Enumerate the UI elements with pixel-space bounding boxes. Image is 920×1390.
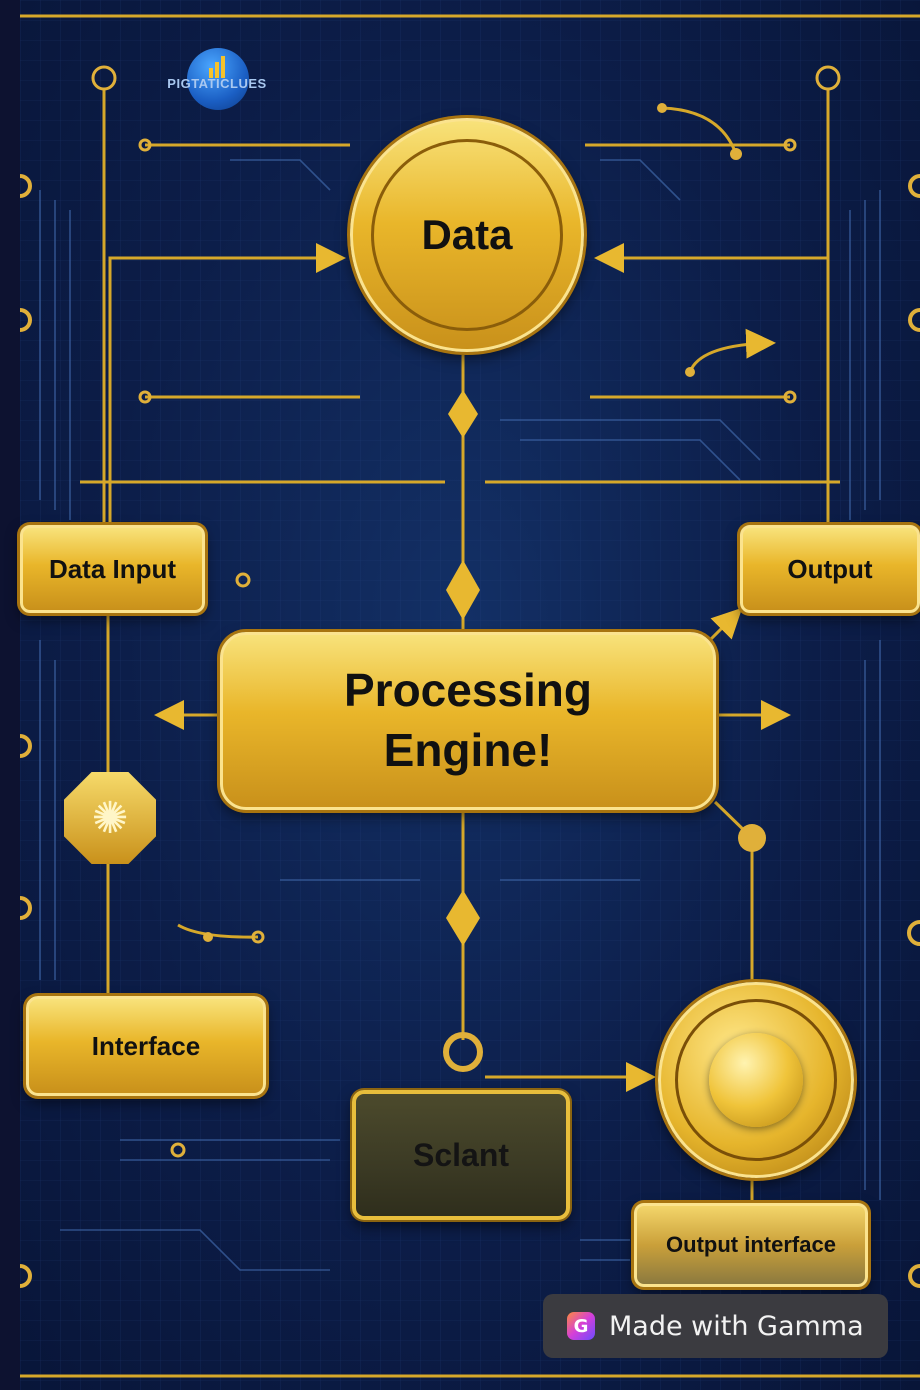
- gamma-logo-icon: G: [567, 1312, 595, 1340]
- logo-text: PIGTATICLUES: [167, 76, 267, 91]
- gear-icon: ✺: [64, 772, 156, 864]
- output-interface-node: Output interface: [634, 1203, 868, 1287]
- logo-bar-chart-icon: [209, 56, 227, 78]
- engine-label-line1: Processing: [344, 664, 592, 717]
- logo-globe-icon: [187, 48, 249, 110]
- dial-ring: [675, 999, 837, 1161]
- data-node-ring: [371, 139, 563, 331]
- output-node: Output: [740, 525, 920, 613]
- interface-label: Interface: [91, 1030, 201, 1061]
- sclant-label: Sclant: [412, 1136, 510, 1173]
- logo: PIGTATICLUES: [165, 48, 269, 116]
- processing-engine-node: Processing Engine!: [220, 632, 716, 810]
- output-label: Output: [787, 553, 873, 584]
- data-node: Data: [350, 118, 584, 352]
- data-input-node: Data Input: [20, 525, 205, 613]
- output-interface-label: Output interface: [666, 1232, 836, 1257]
- dial-node: [658, 982, 854, 1178]
- made-with-gamma-badge[interactable]: G Made with Gamma: [543, 1294, 888, 1358]
- sclant-node: Sclant: [352, 1090, 570, 1220]
- engine-label-line2: Engine!: [383, 724, 553, 776]
- left-border-strip: [0, 0, 20, 1390]
- made-with-gamma-label: Made with Gamma: [609, 1310, 864, 1342]
- interface-node: Interface: [26, 996, 266, 1096]
- dial-knob-icon: [709, 1033, 803, 1127]
- data-input-label: Data Input: [48, 553, 177, 584]
